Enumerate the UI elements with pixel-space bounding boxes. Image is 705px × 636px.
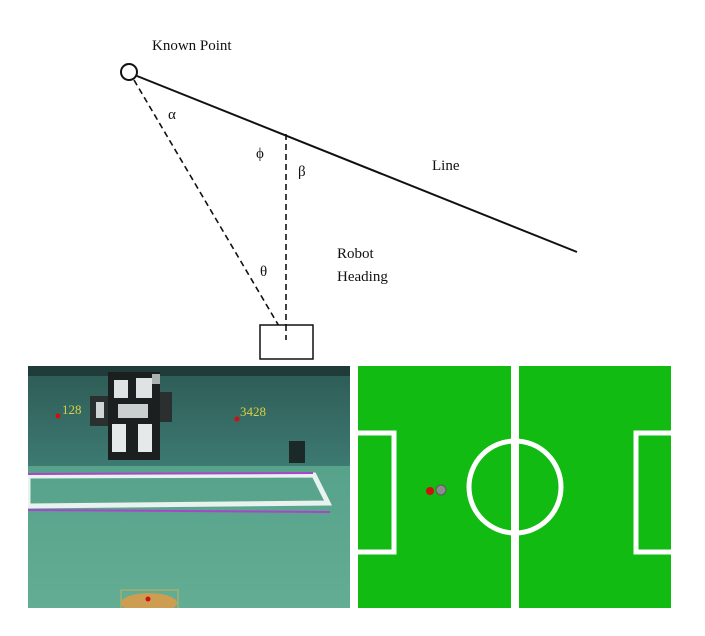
robot-figure (90, 372, 172, 460)
floor-box (289, 441, 305, 463)
robot-label: Robot (337, 246, 375, 262)
camera-view: 128 3428 (28, 366, 350, 608)
detected-line-top (28, 472, 314, 475)
landmark-label-right: 3428 (240, 404, 266, 419)
geometry-diagram: Known Point Line Robot Heading α ϕ β θ (120, 38, 578, 360)
landmark-label-left: 128 (62, 402, 82, 417)
detected-line-bottom (28, 509, 331, 513)
ball-bounding-box (120, 589, 179, 608)
robot-to-point-dashed-line (133, 79, 287, 339)
field-map (352, 366, 678, 608)
robot-position-marker (435, 484, 447, 496)
phi-label: ϕ (256, 146, 264, 162)
wall-top-shadow (28, 366, 350, 376)
alpha-label: α (168, 107, 176, 123)
heading-label: Heading (337, 269, 388, 285)
ball-center-marker (145, 596, 151, 602)
landmark-marker-right (234, 416, 240, 422)
known-point-marker (120, 63, 138, 81)
beta-label: β (298, 164, 306, 180)
ball-position-marker (426, 487, 434, 495)
left-penalty-box (352, 430, 397, 555)
line-label: Line (432, 158, 460, 174)
ball-blob (121, 593, 177, 608)
right-penalty-box (633, 430, 678, 555)
landmark-marker-left (55, 413, 61, 419)
field-white-lines (28, 472, 333, 509)
known-point-label: Known Point (152, 38, 232, 54)
center-circle (466, 438, 564, 536)
theta-label: θ (260, 264, 267, 280)
reference-line (136, 75, 578, 253)
